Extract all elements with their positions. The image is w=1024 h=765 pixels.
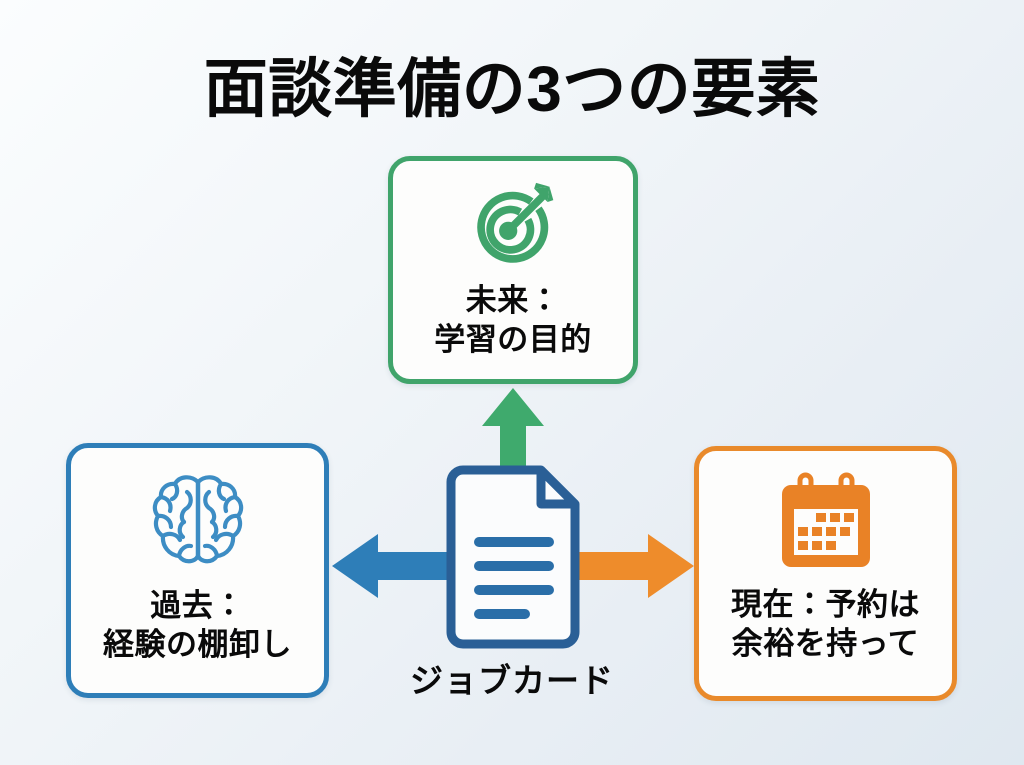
arrow-left-to-past xyxy=(332,530,448,602)
card-future[interactable]: 未来： 学習の目的 xyxy=(388,156,638,384)
document-icon xyxy=(437,465,589,649)
calendar-icon xyxy=(776,467,876,577)
page-title: 面談準備の3つの要素 xyxy=(203,53,821,125)
card-present-text: 現在：予約は 余裕を持って xyxy=(731,585,920,663)
card-past-text: 過去： 経験の棚卸し xyxy=(103,586,292,664)
arrow-up-to-future xyxy=(478,388,548,472)
target-bullseye-arrow-icon xyxy=(465,175,561,279)
document-label: ジョブカード xyxy=(410,662,614,699)
card-present[interactable]: 現在：予約は 余裕を持って xyxy=(694,446,957,701)
card-past-line1: 過去： xyxy=(150,588,245,623)
card-future-line2: 学習の目的 xyxy=(434,322,592,358)
brain-icon xyxy=(146,464,250,576)
card-present-line1: 現在：予約は xyxy=(731,587,920,622)
card-present-line2: 余裕を持って xyxy=(731,626,920,662)
card-past[interactable]: 過去： 経験の棚卸し xyxy=(66,443,329,698)
arrow-right-to-present xyxy=(578,530,694,602)
card-past-line2: 経験の棚卸し xyxy=(103,627,292,663)
card-future-line1: 未来： xyxy=(465,283,561,318)
card-future-text: 未来： 学習の目的 xyxy=(434,281,592,359)
